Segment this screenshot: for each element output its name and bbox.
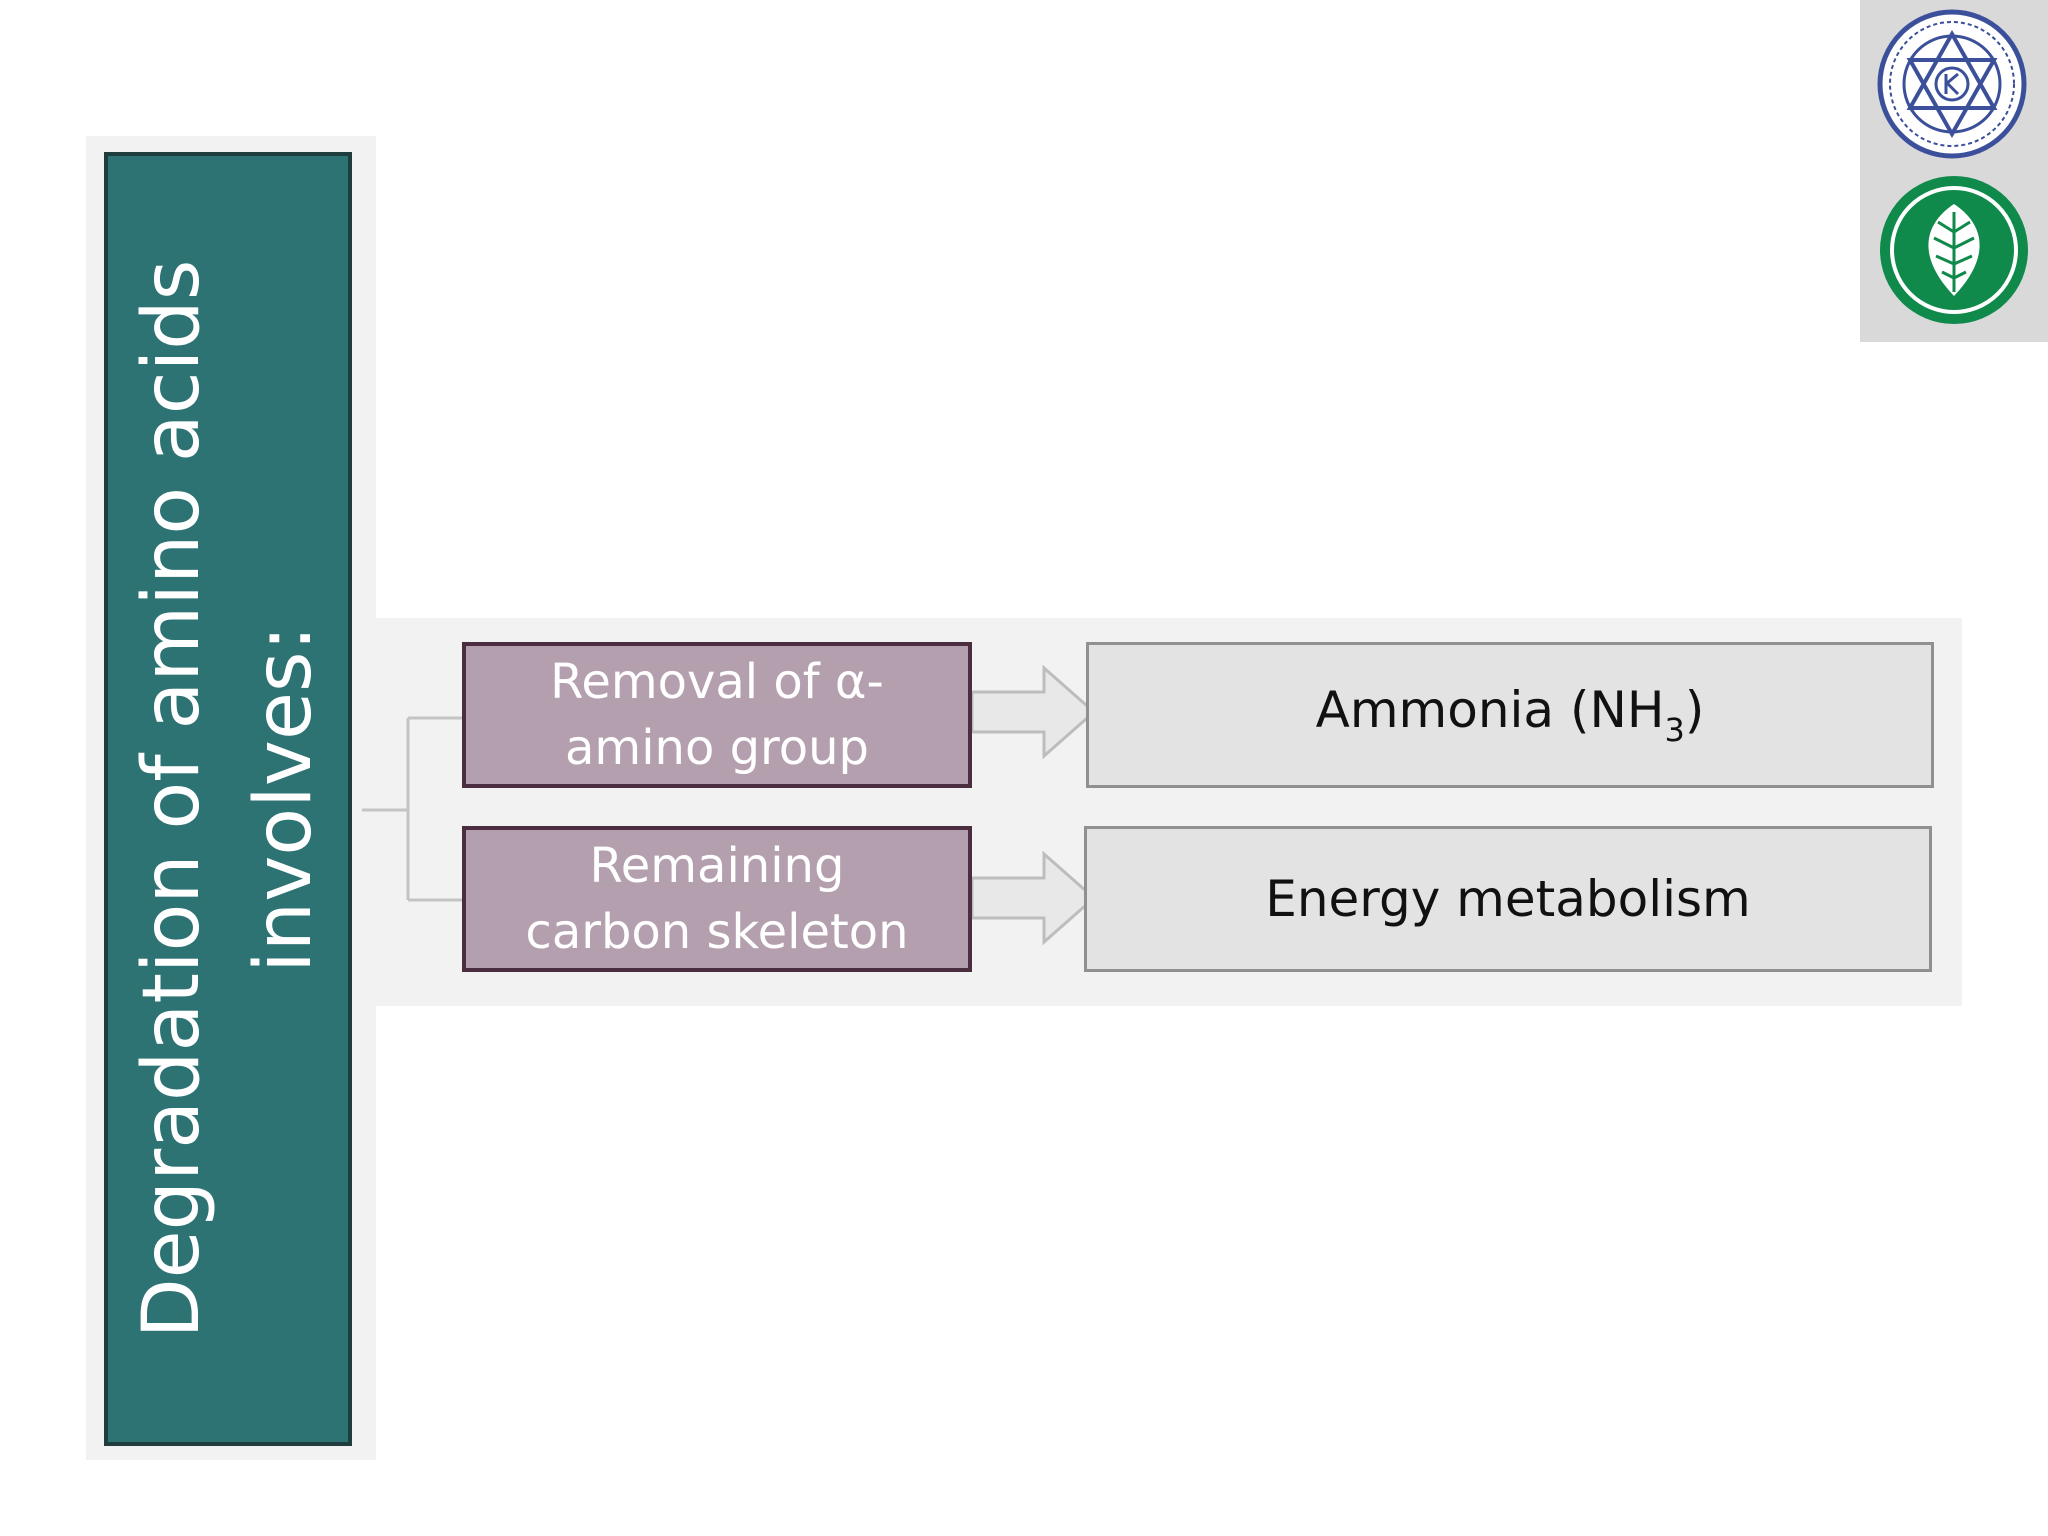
title-box: Degradation of amino acids involves: [104, 152, 352, 1446]
result-subscript: 3 [1664, 711, 1685, 749]
result-box-energy: Energy metabolism [1084, 826, 1932, 972]
step-label: Remaining carbon skeleton [525, 838, 909, 960]
step-label: Removal of α- amino group [550, 654, 884, 776]
result-suffix: ) [1684, 681, 1705, 739]
branch-connector [362, 716, 462, 902]
green-leaf-emblem-icon [1880, 176, 2028, 324]
result-prefix: Ammonia (NH [1315, 681, 1665, 739]
result-label: Energy metabolism [1265, 870, 1751, 928]
result-label: Ammonia (NH3) [1316, 681, 1705, 749]
university-seal-icon [1877, 9, 2027, 159]
result-box-ammonia: Ammonia (NH3) [1086, 642, 1934, 788]
step-box-carbon-skeleton: Remaining carbon skeleton [462, 826, 972, 972]
logos [1877, 9, 2028, 324]
logo-panel [1860, 0, 2048, 342]
arrow-1 [970, 664, 1097, 760]
arrow-2 [970, 850, 1097, 946]
step-box-removal: Removal of α- amino group [462, 642, 972, 788]
